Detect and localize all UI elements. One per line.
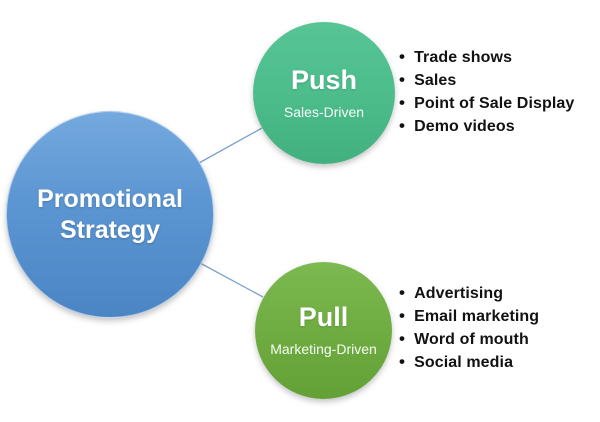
list-item: • Word of mouth <box>399 327 539 350</box>
list-item: • Social media <box>399 350 539 373</box>
list-item: • Demo videos <box>399 114 574 137</box>
bullet-icon: • <box>399 70 406 89</box>
push-item-label: Demo videos <box>414 118 515 135</box>
list-item: • Point of Sale Display <box>399 91 574 114</box>
connector-root-to-push <box>198 127 263 164</box>
push-node: Push Sales-Driven <box>253 22 395 164</box>
push-items-list: • Trade shows • Sales • Point of Sale Di… <box>399 45 574 137</box>
list-item: • Email marketing <box>399 304 539 327</box>
push-item-label: Point of Sale Display <box>414 95 575 112</box>
list-item: • Advertising <box>399 281 539 304</box>
pull-items-list: • Advertising • Email marketing • Word o… <box>399 281 539 373</box>
pull-item-label: Social media <box>414 354 514 371</box>
bullet-icon: • <box>399 47 406 66</box>
push-node-title: Push <box>290 64 357 95</box>
pull-node: Pull Marketing-Driven <box>255 262 392 399</box>
pull-item-label: Email marketing <box>414 308 540 325</box>
pull-node-title: Pull <box>298 302 349 332</box>
bullet-icon: • <box>399 329 406 348</box>
bullet-icon: • <box>399 283 406 302</box>
pull-node-sublabel: Marketing-Driven <box>270 341 377 357</box>
bullet-icon: • <box>399 93 406 112</box>
push-item-label: Trade shows <box>414 49 513 66</box>
push-item-label: Sales <box>414 72 457 89</box>
root-node-promotional-strategy: Promotional Strategy <box>6 111 214 318</box>
connector-root-to-pull <box>199 262 264 298</box>
bullet-icon: • <box>399 116 406 135</box>
pull-item-label: Word of mouth <box>414 331 529 348</box>
bullet-icon: • <box>399 306 406 325</box>
root-node-title: Promotional Strategy <box>37 184 183 244</box>
push-node-sublabel: Sales-Driven <box>283 103 365 120</box>
bullet-icon: • <box>399 352 406 371</box>
list-item: • Trade shows <box>399 45 574 68</box>
pull-item-label: Advertising <box>414 285 504 302</box>
list-item: • Sales <box>399 68 574 91</box>
